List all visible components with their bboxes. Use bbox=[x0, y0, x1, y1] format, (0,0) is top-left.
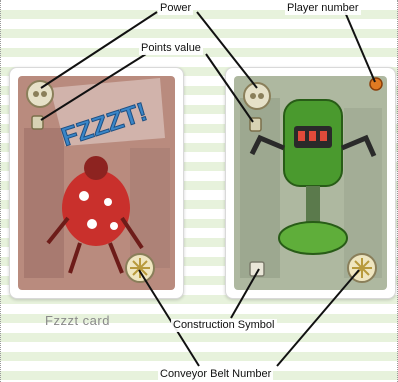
construction-symbol-icon bbox=[249, 261, 265, 277]
power-pip bbox=[250, 93, 256, 99]
power-label: Power bbox=[158, 2, 194, 15]
construction-symbol-label: Construction Symbol bbox=[171, 319, 277, 332]
robot-card bbox=[225, 67, 396, 299]
power-pip bbox=[41, 91, 47, 97]
conveyor-belt-star bbox=[130, 258, 150, 278]
robot-arms bbox=[249, 134, 377, 158]
robot-card-art bbox=[234, 76, 387, 290]
points-value-label: Points value bbox=[139, 42, 203, 55]
fzzzt-card: FZZZT! bbox=[9, 67, 184, 299]
robot-light bbox=[320, 131, 327, 141]
power-icon bbox=[26, 80, 54, 108]
robot-neck bbox=[306, 186, 320, 226]
points-value-icon bbox=[31, 115, 44, 130]
power-pip bbox=[258, 93, 264, 99]
conveyor-belt-star bbox=[352, 258, 372, 278]
points-value-icon bbox=[249, 117, 262, 132]
robot-spot bbox=[87, 219, 97, 229]
fzzzt-card-caption: Fzzzt card bbox=[45, 313, 110, 328]
conveyor-belt-number-label: Conveyor Belt Number bbox=[158, 368, 274, 381]
factory-background-right bbox=[344, 108, 382, 278]
robot-spot bbox=[104, 198, 112, 206]
robot-base bbox=[278, 221, 348, 255]
ladybug-robot-body bbox=[62, 170, 130, 246]
player-number-label: Player number bbox=[285, 2, 361, 15]
robot-spot bbox=[110, 222, 118, 230]
robot-light bbox=[298, 131, 305, 141]
background-machinery-left bbox=[24, 128, 64, 278]
player-number-icon bbox=[369, 77, 383, 91]
robot-light bbox=[309, 131, 316, 141]
robot-head bbox=[84, 156, 108, 180]
robot-spot bbox=[79, 191, 89, 201]
background-machinery-right bbox=[130, 148, 170, 268]
power-pip bbox=[33, 91, 39, 97]
robot-legs bbox=[46, 216, 144, 274]
fzzzt-card-art: FZZZT! bbox=[18, 76, 175, 290]
power-icon bbox=[243, 82, 271, 110]
